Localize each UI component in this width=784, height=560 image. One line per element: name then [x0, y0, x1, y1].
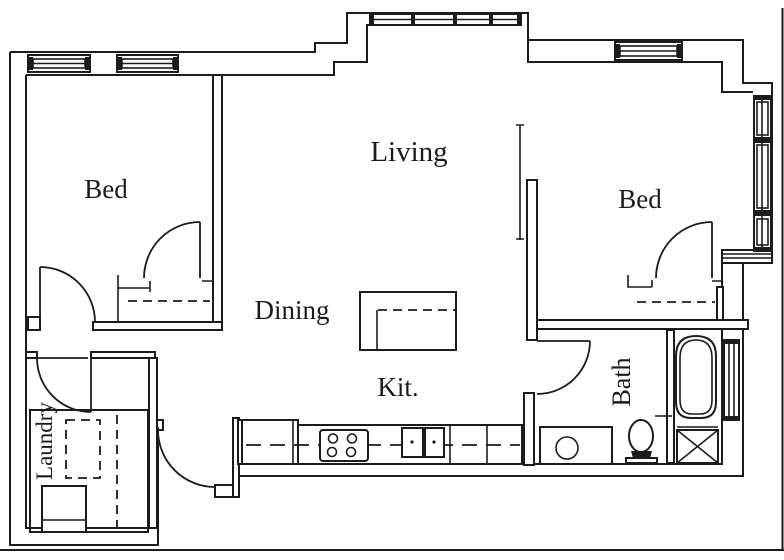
wall-bath-top — [536, 319, 749, 330]
exterior-outer-outline — [9, 12, 773, 546]
label-laundry: Laundry — [32, 402, 57, 480]
exterior-inner-topright — [527, 40, 753, 322]
wall-laundry-top-right — [90, 351, 156, 359]
wall-bedleft-bottom-right — [92, 321, 223, 331]
window-living-bay — [369, 13, 522, 26]
room-labels: Bed Living Bed Dining Kit. Bath Laundry — [32, 136, 662, 480]
toilet — [625, 419, 658, 464]
wall-closet-right — [716, 286, 724, 321]
wall-laundry-top-left — [25, 351, 38, 359]
window-bed-left-1 — [27, 54, 91, 73]
door-entry — [157, 427, 216, 488]
interior-walls — [25, 74, 749, 529]
door-closet-right — [655, 221, 713, 279]
label-dining: Dining — [254, 295, 329, 325]
wall-screen-line — [516, 124, 524, 240]
label-bath: Bath — [607, 357, 636, 406]
window-bed-left-2 — [116, 54, 179, 73]
closet-bed-left — [117, 275, 213, 322]
wall-bath-stub — [523, 392, 535, 466]
bath-sink — [539, 426, 613, 465]
door-closet-left — [143, 221, 201, 279]
shower-chase — [676, 426, 719, 464]
bathtub — [655, 334, 717, 419]
bath-fixtures — [539, 334, 719, 465]
door-bed-left — [39, 266, 96, 323]
window-bed-right-top — [614, 41, 683, 61]
label-bed-left: Bed — [84, 174, 128, 204]
wall-hatch-band — [721, 249, 773, 264]
page-border — [0, 8, 784, 551]
door-bath — [536, 340, 591, 395]
refrigerator — [241, 419, 299, 465]
appliance-dashed — [65, 419, 101, 479]
windows — [27, 13, 772, 421]
window-bath — [723, 339, 740, 421]
kitchen-island — [359, 291, 457, 351]
closet-bed-right — [627, 275, 722, 303]
wall-bedleft-right — [212, 74, 223, 324]
kitchen-fixtures — [241, 291, 608, 465]
washer — [41, 485, 87, 533]
door-jamb-entry — [214, 484, 234, 498]
wall-tub-left — [666, 329, 675, 464]
door-jamb-bedleft — [27, 316, 41, 331]
label-bed-right: Bed — [618, 184, 662, 214]
laundry-closet-box — [29, 409, 149, 533]
stove — [319, 429, 369, 462]
laundry-fixtures — [29, 409, 149, 533]
closets — [117, 275, 722, 322]
label-living: Living — [370, 136, 447, 168]
exterior-walls — [9, 12, 773, 546]
label-kitchen: Kit. — [377, 372, 418, 402]
window-bed-right-bay — [753, 95, 772, 252]
wall-bedright-left — [526, 179, 538, 341]
wall-laundry-right — [148, 357, 158, 529]
kitchen-sink — [401, 427, 445, 458]
